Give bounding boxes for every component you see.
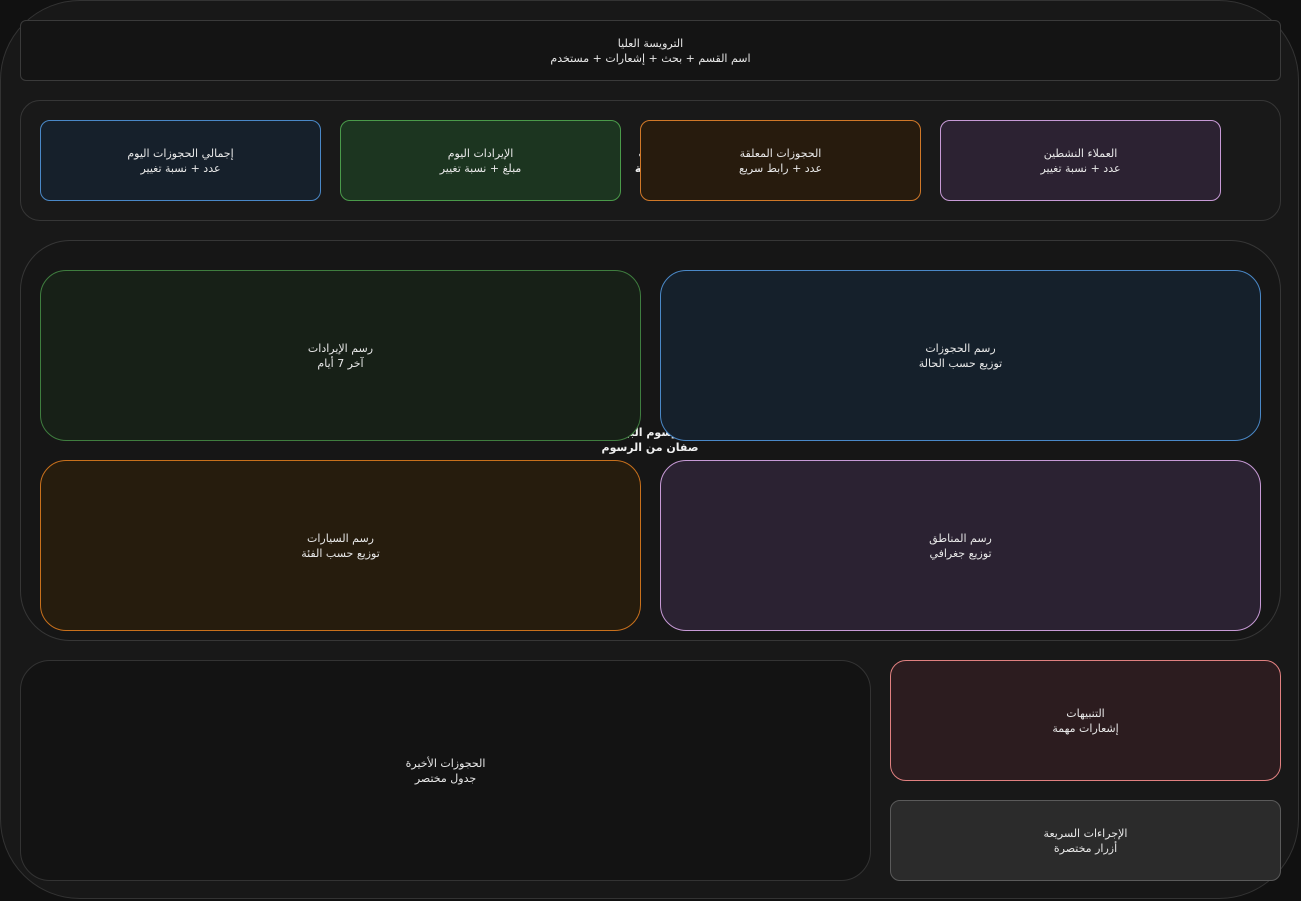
top-header: الترويسة العليا اسم القسم + بحث + إشعارا… [20,20,1281,81]
chart-card-title: رسم السيارات [307,531,374,545]
chart-card-title: رسم الحجوزات [925,341,996,355]
stat-card-revenue[interactable]: الإيرادات اليوم مبلغ + نسبة تغيير [340,120,621,201]
stat-card-pending-bookings[interactable]: الحجوزات المعلقة عدد + رابط سريع [640,120,921,201]
quick-actions-subtitle: أزرار مختصرة [1053,841,1118,855]
recent-bookings-title: الحجوزات الأخيرة [405,756,486,770]
alerts-subtitle: إشعارات مهمة [1052,721,1119,735]
stat-card-title: العملاء النشطين [1043,146,1118,160]
chart-card-subtitle: توزيع حسب الحالة [918,356,1003,370]
quick-actions-panel[interactable]: الإجراءات السريعة أزرار مختصرة [890,800,1281,881]
chart-card-revenue[interactable]: رسم الإيرادات آخر 7 أيام [40,270,641,441]
stat-card-title: الحجوزات المعلقة [739,146,822,160]
header-subtitle: اسم القسم + بحث + إشعارات + مستخدم [550,51,751,65]
chart-card-regions[interactable]: رسم المناطق توزيع جغرافي [660,460,1261,631]
stat-card-subtitle: عدد + نسبة تغيير [1040,161,1121,175]
stat-card-title: إجمالي الحجوزات اليوم [127,146,234,160]
stat-card-title: الإيرادات اليوم [447,146,514,160]
charts-section-label-line2: صفان من الرسوم [601,441,699,454]
chart-card-title: رسم المناطق [929,531,992,545]
alerts-title: التنبيهات [1066,706,1105,720]
chart-card-title: رسم الإيرادات [307,341,374,355]
chart-card-subtitle: توزيع جغرافي [929,546,992,560]
stat-card-subtitle: عدد + نسبة تغيير [140,161,221,175]
recent-bookings-panel[interactable]: الحجوزات الأخيرة جدول مختصر [20,660,871,881]
chart-card-bookings[interactable]: رسم الحجوزات توزيع حسب الحالة [660,270,1261,441]
chart-card-cars[interactable]: رسم السيارات توزيع حسب الفئة [40,460,641,631]
header-title: الترويسة العليا [617,36,684,50]
quick-actions-title: الإجراءات السريعة [1043,826,1128,840]
chart-card-subtitle: توزيع حسب الفئة [301,546,380,560]
stat-card-total-bookings[interactable]: إجمالي الحجوزات اليوم عدد + نسبة تغيير [40,120,321,201]
stat-card-subtitle: عدد + رابط سريع [739,161,823,175]
stat-card-subtitle: مبلغ + نسبة تغيير [439,161,522,175]
recent-bookings-subtitle: جدول مختصر [414,771,477,785]
chart-card-subtitle: آخر 7 أيام [317,356,364,370]
stat-card-active-clients[interactable]: العملاء النشطين عدد + نسبة تغيير [940,120,1221,201]
alerts-panel[interactable]: التنبيهات إشعارات مهمة [890,660,1281,781]
